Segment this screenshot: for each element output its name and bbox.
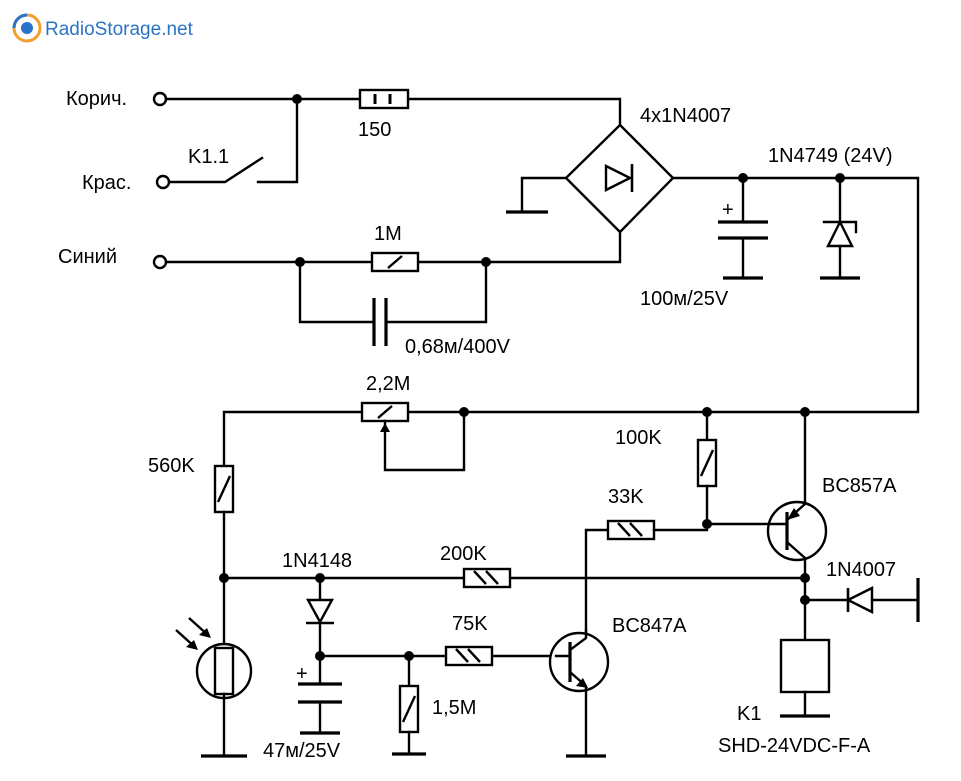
label-r-33k: 33K [608, 486, 644, 508]
transistor-bc847a [548, 628, 610, 758]
zener-1n4749 [820, 176, 860, 280]
label-bc857a: BC857A [822, 475, 897, 497]
terminal-blue [152, 254, 168, 270]
label-c-plus-47u: + [296, 663, 308, 685]
transistor-bc857a [766, 407, 828, 580]
label-bc847a: BC847A [612, 615, 687, 637]
site-logo: RadioStorage.net [12, 13, 194, 43]
label-relay-model: SHD-24VDC-F-A [718, 735, 871, 757]
capacitor-47u [298, 682, 342, 735]
wire-blue-line [164, 230, 622, 324]
label-r-200k: 200K [440, 543, 487, 565]
resistor-1m5 [392, 654, 426, 756]
capacitor-100u [718, 176, 768, 280]
resistor-150 [358, 88, 410, 110]
label-1n4148: 1N4148 [282, 550, 352, 572]
label-r-150: 150 [358, 119, 391, 141]
resistor-200k [462, 567, 512, 589]
diode-bridge [506, 123, 675, 234]
label-c-0-68u: 0,68м/400V [405, 336, 511, 358]
label-1n4007: 1N4007 [826, 559, 896, 581]
wire-middle-line [219, 573, 810, 642]
label-r-560k: 560K [148, 455, 195, 477]
terminal-brown-label: Корич. [66, 88, 127, 110]
label-r-100k: 100K [615, 427, 662, 449]
label-r-1m5: 1,5M [432, 697, 476, 719]
terminal-red [155, 174, 171, 190]
resistor-33k [584, 519, 772, 658]
label-pot-2m2: 2,2M [366, 373, 410, 395]
logo-text: RadioStorage.net [45, 19, 194, 40]
relay-contact-k1-1 [167, 156, 264, 184]
label-c-plus-100u: + [722, 199, 734, 221]
capacitor-0-68u [372, 298, 388, 346]
relay-coil-k1 [779, 638, 831, 718]
resistor-100k [696, 407, 718, 529]
label-r-75k: 75K [452, 613, 488, 635]
photoresistor [175, 576, 253, 758]
wire-base-line [315, 651, 558, 661]
label-zener: 1N4749 (24V) [768, 145, 893, 167]
logo-icon [12, 13, 42, 43]
diode-1n4007 [803, 578, 920, 622]
diode-1n4148 [305, 576, 335, 686]
label-k1-1: K1.1 [188, 146, 229, 168]
label-c-100u: 100м/25V [640, 288, 729, 310]
wire-dc-rail [222, 173, 920, 468]
wire-brown-line [164, 94, 622, 184]
label-bridge: 4x1N4007 [640, 105, 731, 127]
label-k1: K1 [737, 703, 761, 725]
label-r-1m: 1M [374, 223, 402, 245]
terminal-brown [152, 91, 168, 107]
terminal-blue-label: Синий [58, 246, 117, 268]
potentiometer-2m2 [360, 401, 469, 472]
resistor-1m [370, 251, 420, 273]
label-c-47u: 47м/25V [263, 740, 341, 762]
resistor-560k [213, 464, 235, 580]
terminal-red-label: Крас. [82, 172, 131, 194]
resistor-75k [444, 645, 494, 667]
